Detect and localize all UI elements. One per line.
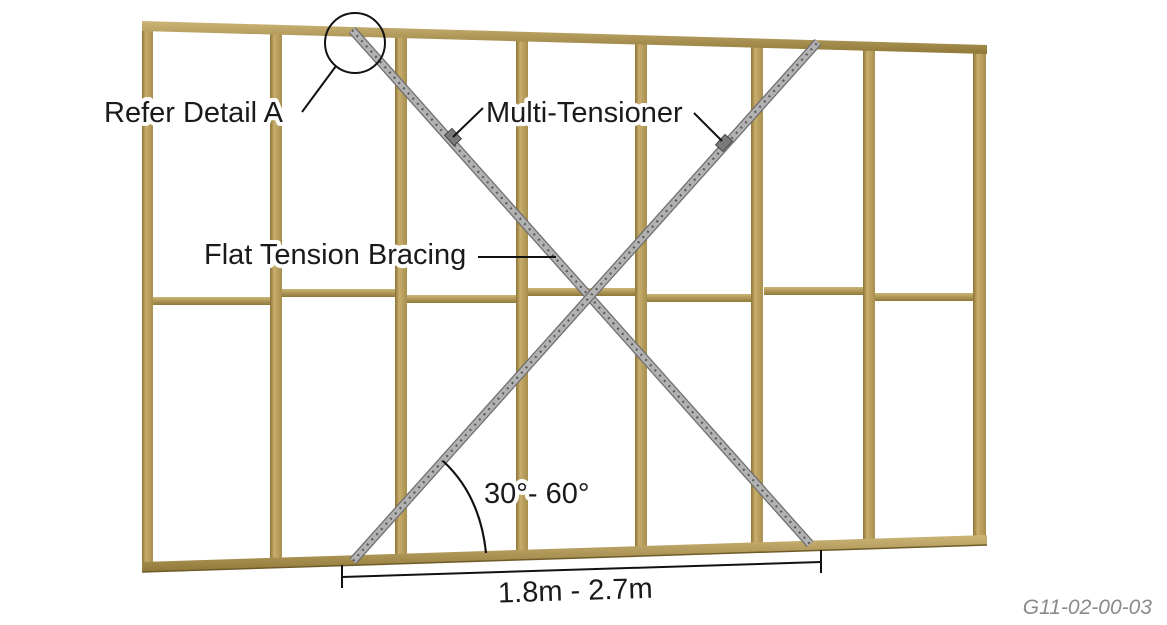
stud [270, 34, 282, 561]
strap-descending [348, 27, 814, 547]
span-label: 1.8m - 2.7m [498, 573, 654, 610]
nog [282, 289, 400, 297]
refer-detail-label: Refer Detail A [104, 97, 284, 129]
nog [152, 297, 277, 305]
angle-arc [442, 460, 488, 554]
flat-tension-bracing-label: Flat Tension Bracing [204, 239, 466, 271]
detail-a-circle [324, 12, 386, 74]
nog [405, 295, 520, 303]
end-stud-right [973, 46, 986, 542]
top-plate [142, 21, 987, 54]
tensioner-leader-left [452, 107, 484, 138]
stud [751, 42, 763, 548]
timber-frame [141, 21, 988, 573]
angle-label: 30°- 60° [484, 478, 589, 510]
tensioner-leader-right [693, 112, 723, 142]
stud [395, 36, 407, 558]
tension-straps [348, 27, 822, 565]
nog [874, 293, 980, 301]
multi-tensioner-label: Multi-Tensioner [486, 97, 683, 129]
bottom-plate [142, 535, 987, 572]
detail-a-leader [301, 65, 337, 113]
studs [142, 26, 986, 571]
span-dimension [341, 550, 822, 588]
strap-ascending [349, 38, 822, 565]
annotations: Refer Detail A Multi-Tensioner Flat Tens… [100, 12, 1153, 619]
stud [516, 38, 528, 554]
drawing-code: G11-02-00-03 [1023, 596, 1153, 619]
nog [646, 294, 755, 302]
stud [635, 40, 647, 551]
nog [764, 287, 866, 295]
stud [863, 45, 875, 545]
end-stud-left [142, 26, 153, 571]
